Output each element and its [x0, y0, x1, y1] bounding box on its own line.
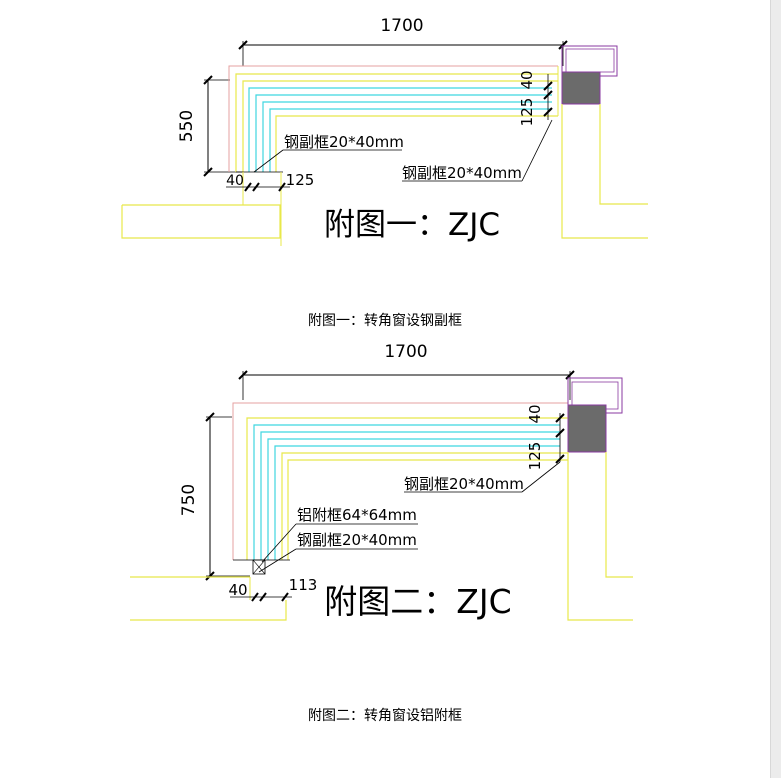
- fig1-dim-125-bottom: 125: [286, 171, 315, 189]
- fig2-dim-125-right: 125: [526, 442, 544, 471]
- fig1-label-right: 钢副框20*40mm: [402, 164, 522, 182]
- fig1-frame-pink: [228, 65, 558, 172]
- figure-2-drawing: 1700 750: [130, 342, 633, 621]
- fig1-dim-width-text: 1700: [380, 16, 423, 36]
- fig2-label-steel: 钢副框20*40mm: [297, 531, 417, 549]
- fig1-title: 附图一：ZJC: [324, 207, 500, 243]
- fig2-dim-height-text: 750: [179, 484, 199, 516]
- fig1-dim-40-bottom: 40: [226, 173, 244, 189]
- fig2-column-block: [567, 404, 607, 453]
- fig1-dim-height-text: 550: [177, 110, 197, 142]
- fig2-dim-40-bottom: 40: [228, 581, 247, 599]
- fig2-label-right: 钢副框20*40mm: [404, 475, 524, 493]
- figure-1-drawing: 1700 550: [121, 16, 648, 246]
- fig2-frame-pink: [232, 402, 568, 560]
- fig1-dim-40-right: 40: [518, 70, 536, 89]
- fig1-column-block: [561, 71, 601, 105]
- fig2-dim-40-right: 40: [526, 404, 544, 423]
- fig2-dim-113-bottom: 113: [289, 576, 318, 594]
- page-edge-scrollbar[interactable]: [770, 0, 781, 778]
- fig2-label-alu: 铝附框64*64mm: [297, 506, 417, 524]
- fig2-dim-width-text: 1700: [384, 342, 427, 362]
- figure-2-caption: 附图二：转角窗设铝附框: [308, 708, 462, 724]
- figure-1-caption: 附图一：转角窗设钢副框: [308, 313, 462, 329]
- fig2-title: 附图二：ZJC: [324, 582, 511, 621]
- fig2-alu-subframe: [252, 559, 266, 575]
- fig1-floor-slab: [121, 204, 281, 239]
- fig1-dim-125-right: 125: [518, 98, 536, 127]
- fig1-label-left: 钢副框20*40mm: [284, 133, 404, 151]
